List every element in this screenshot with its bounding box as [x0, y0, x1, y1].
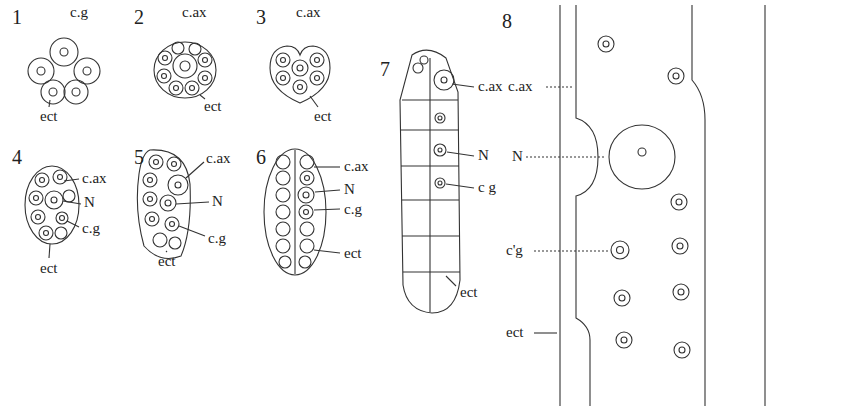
- figure-number: 7: [380, 58, 390, 80]
- part-label: N: [84, 194, 95, 211]
- part-label: N: [212, 193, 223, 210]
- figure-number: 2: [134, 6, 144, 28]
- part-label: c.ax: [182, 4, 207, 21]
- part-label: ect: [460, 284, 477, 301]
- part-label: ect: [204, 98, 221, 115]
- part-label: ect: [40, 260, 57, 277]
- figure-number: 6: [256, 146, 266, 168]
- figure-3: [270, 46, 330, 107]
- figure-8: [526, 5, 765, 406]
- part-label: c.ax: [478, 78, 503, 95]
- figure-7: [400, 50, 474, 313]
- figure-number: 5: [134, 146, 144, 168]
- figure-1: [28, 38, 100, 107]
- figure-number: 1: [12, 6, 22, 28]
- part-label: ect: [40, 108, 57, 125]
- part-label: c.g: [70, 4, 88, 21]
- part-label: N: [512, 148, 523, 165]
- part-label: c.ax: [206, 150, 231, 167]
- figure-2: [154, 42, 216, 99]
- figure-number: 8: [502, 10, 512, 32]
- part-label: c.g: [344, 201, 362, 218]
- part-label: ect: [314, 108, 331, 125]
- figure-5: [137, 150, 209, 259]
- part-label: c'g: [506, 242, 523, 259]
- part-label: c.ax: [296, 4, 321, 21]
- part-label: c.ax: [82, 170, 107, 187]
- figure-number: 3: [256, 6, 266, 28]
- part-label: N: [478, 147, 489, 164]
- part-label: ect: [344, 245, 361, 262]
- figure-6: [264, 149, 340, 275]
- part-label: c g: [478, 179, 496, 196]
- figure-number: 4: [12, 146, 22, 168]
- part-label: c.g: [208, 230, 226, 247]
- part-label: c.ax: [344, 158, 369, 175]
- part-label: ect: [158, 253, 175, 270]
- part-label: N: [344, 181, 355, 198]
- part-label: ect: [506, 324, 523, 341]
- part-label: c.g: [82, 220, 100, 237]
- figure-4: [25, 166, 81, 258]
- part-label: c.ax: [508, 78, 533, 95]
